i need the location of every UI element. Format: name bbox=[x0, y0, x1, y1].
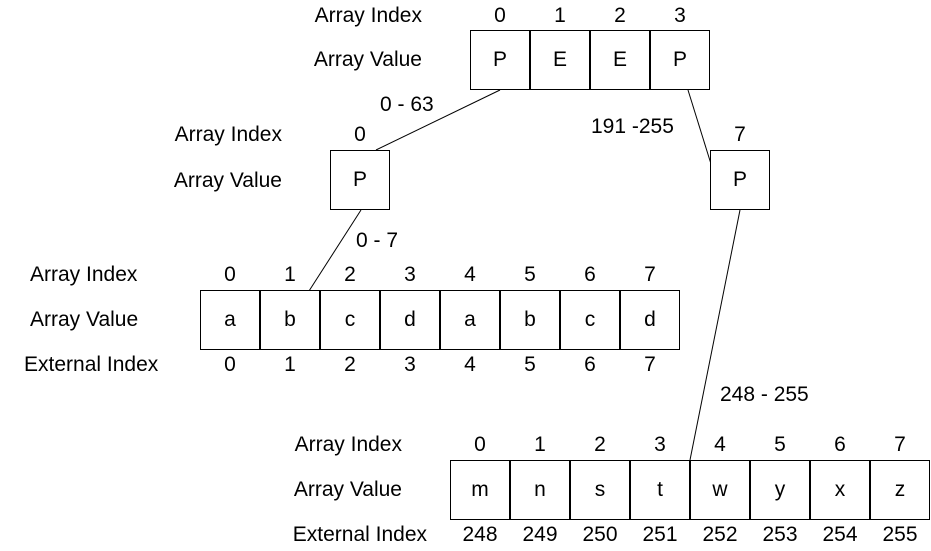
root-index: 2 bbox=[614, 4, 626, 27]
leaf-left-external-index: 5 bbox=[524, 353, 536, 376]
leaf-left-external-label: External Index bbox=[24, 353, 159, 376]
leaf-right-index-label: Array Index bbox=[294, 433, 402, 456]
leaf-left-cell: b bbox=[260, 290, 320, 350]
leaf-right-index: 7 bbox=[894, 433, 906, 456]
leaf-left-index: 0 bbox=[224, 263, 236, 286]
left-node-index: 0 bbox=[354, 123, 366, 146]
root-array-value-label: Array Value bbox=[313, 48, 422, 71]
leaf-left-index: 5 bbox=[524, 263, 536, 286]
leaf-right-cell: y bbox=[750, 460, 810, 520]
leaf-right-external-index: 253 bbox=[762, 523, 798, 546]
range-label-root-right: 191 -255 bbox=[591, 115, 674, 138]
leaf-right-cell: m bbox=[450, 460, 510, 520]
link-right-node-to-leaf bbox=[689, 209, 741, 461]
leaf-right-index: 5 bbox=[774, 433, 786, 456]
leaf-left-external-index: 7 bbox=[644, 353, 656, 376]
leaf-left-index-label: Array Index bbox=[30, 263, 138, 286]
leaf-right-cell: w bbox=[690, 460, 750, 520]
range-label-root-left: 0 - 63 bbox=[380, 93, 434, 116]
leaf-right-index: 1 bbox=[534, 433, 546, 456]
left-node-value-label: Array Value bbox=[173, 169, 282, 192]
leaf-right-external-index: 252 bbox=[702, 523, 738, 546]
root-cell: P bbox=[470, 30, 530, 90]
leaf-right-external-index: 250 bbox=[582, 523, 618, 546]
leaf-left-index: 4 bbox=[464, 263, 476, 286]
right-node-index: 7 bbox=[734, 123, 746, 146]
leaf-right-index: 6 bbox=[834, 433, 846, 456]
leaf-left-value-label: Array Value bbox=[30, 308, 139, 331]
link-root-to-right-node bbox=[687, 89, 712, 165]
leaf-right-index: 3 bbox=[654, 433, 666, 456]
leaf-right-cell: t bbox=[630, 460, 690, 520]
leaf-right-external-label: External Index bbox=[292, 523, 427, 546]
leaf-left-cell: c bbox=[560, 290, 620, 350]
root-array-index-label: Array Index bbox=[314, 4, 422, 27]
leaf-right-external-index: 248 bbox=[462, 523, 498, 546]
leaf-left-cell: b bbox=[500, 290, 560, 350]
root-cell: P bbox=[650, 30, 710, 90]
left-node-index-label: Array Index bbox=[174, 123, 282, 146]
leaf-right-index: 2 bbox=[594, 433, 606, 456]
leaf-right-cell: x bbox=[810, 460, 870, 520]
root-cell: E bbox=[590, 30, 650, 90]
leaf-left-index: 3 bbox=[404, 263, 416, 286]
leaf-left-external-index: 4 bbox=[464, 353, 476, 376]
leaf-left-cell: a bbox=[440, 290, 500, 350]
leaf-right-external-index: 254 bbox=[822, 523, 858, 546]
leaf-left-index: 2 bbox=[344, 263, 356, 286]
range-label-left-leaf: 0 - 7 bbox=[356, 229, 399, 252]
range-label-right-leaf: 248 - 255 bbox=[720, 383, 809, 406]
leaf-left-cell: c bbox=[320, 290, 380, 350]
leaf-right-value-label: Array Value bbox=[293, 478, 402, 501]
root-index: 3 bbox=[674, 4, 686, 27]
leaf-right-index: 0 bbox=[474, 433, 486, 456]
root-index: 1 bbox=[554, 4, 566, 27]
left-node-cell: P bbox=[330, 150, 390, 210]
root-cell: E bbox=[530, 30, 590, 90]
leaf-left-index: 1 bbox=[284, 263, 296, 286]
leaf-left-cell: a bbox=[200, 290, 260, 350]
leaf-left-external-index: 0 bbox=[224, 353, 236, 376]
leaf-right-cell: z bbox=[870, 460, 930, 520]
leaf-right-index: 4 bbox=[714, 433, 726, 456]
leaf-left-index: 6 bbox=[584, 263, 596, 286]
leaf-left-cell: d bbox=[620, 290, 680, 350]
leaf-left-external-index: 1 bbox=[284, 353, 296, 376]
leaf-right-external-index: 249 bbox=[522, 523, 558, 546]
leaf-right-external-index: 251 bbox=[642, 523, 678, 546]
leaf-right-cell: n bbox=[510, 460, 570, 520]
leaf-left-index: 7 bbox=[644, 263, 656, 286]
leaf-left-external-index: 3 bbox=[404, 353, 416, 376]
right-node-cell: P bbox=[710, 150, 770, 210]
leaf-right-external-index: 255 bbox=[882, 523, 918, 546]
leaf-left-external-index: 6 bbox=[584, 353, 596, 376]
leaf-left-external-index: 2 bbox=[344, 353, 356, 376]
leaf-left-cell: d bbox=[380, 290, 440, 350]
leaf-right-cell: s bbox=[570, 460, 630, 520]
root-index: 0 bbox=[494, 4, 506, 27]
